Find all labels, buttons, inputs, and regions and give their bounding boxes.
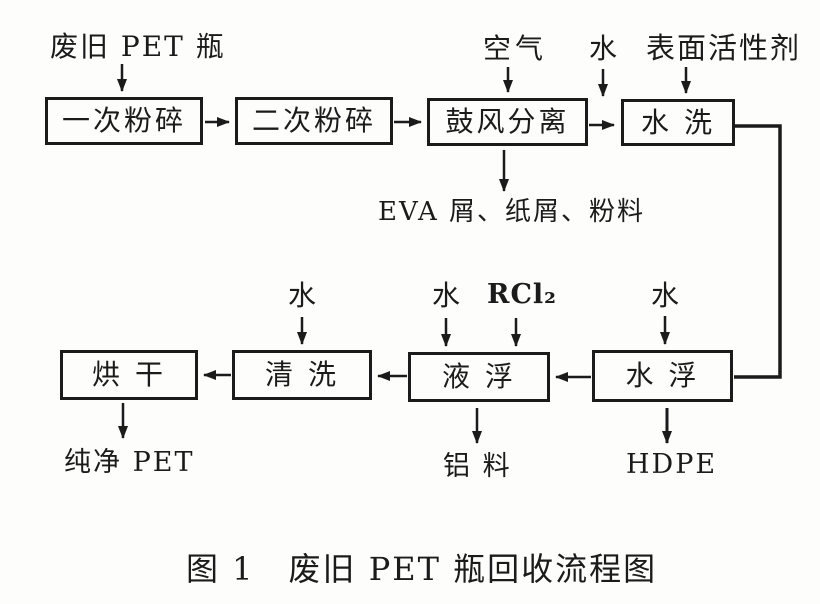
box-drying-label: 烘 干: [92, 358, 166, 391]
label-hdpe: HDPE: [626, 449, 718, 480]
box-water-flotation-label: 水 浮: [625, 359, 700, 392]
label-eva-scraps: EVA 屑、纸屑、粉料: [378, 197, 646, 227]
label-water-clean: 水: [288, 279, 319, 312]
figure-caption: 图 1 废旧 PET 瓶回收流程图: [186, 550, 658, 588]
box-blow-separation-label: 鼓风分离: [445, 105, 570, 138]
box-primary-crushing-label: 一次粉碎: [61, 104, 186, 137]
box-water-flotation: 水 浮: [592, 350, 733, 402]
connector-wash-to-water-float: [734, 124, 782, 379]
label-waste-pet-bottle: 废旧 PET 瓶: [50, 30, 226, 63]
box-water-wash-label: 水 洗: [641, 105, 715, 139]
label-rcl2: RCl₂: [487, 279, 558, 310]
box-liquid-flotation: 液 浮: [408, 352, 550, 402]
label-surfactant: 表面活性剂: [646, 31, 802, 65]
box-liquid-flotation-label: 液 浮: [442, 360, 516, 393]
box-drying: 烘 干: [60, 350, 198, 400]
label-aluminum: 铝 料: [443, 451, 512, 482]
label-water-liquid-float: 水: [432, 279, 463, 312]
box-cleaning: 清 洗: [232, 350, 372, 400]
label-water-water-float: 水: [651, 279, 682, 312]
label-water-wash: 水: [589, 32, 620, 65]
box-blow-separation: 鼓风分离: [427, 98, 588, 146]
box-water-wash: 水 洗: [621, 99, 735, 146]
label-air: 空气: [483, 32, 548, 65]
box-secondary-crushing: 二次粉碎: [235, 97, 393, 145]
label-pure-pet: 纯净 PET: [64, 447, 195, 478]
box-primary-crushing: 一次粉碎: [45, 97, 203, 145]
box-cleaning-label: 清 洗: [265, 358, 339, 391]
box-secondary-crushing-label: 二次粉碎: [251, 104, 376, 137]
